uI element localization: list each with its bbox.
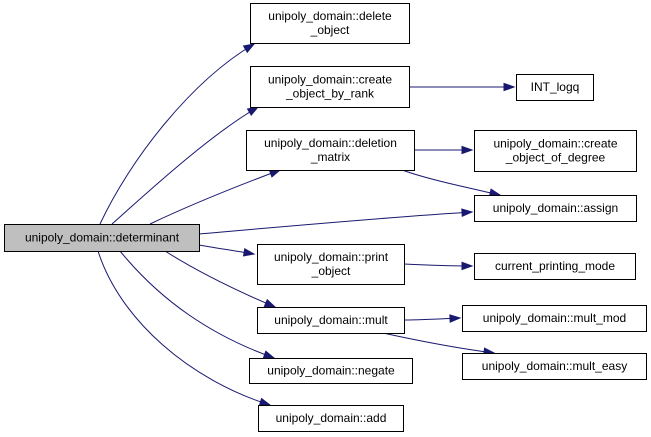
edge-mult-to-mult_mod	[403, 314, 462, 323]
arrowhead-icon	[461, 145, 474, 155]
arrowhead-icon	[242, 248, 256, 257]
node-box	[257, 307, 405, 334]
node-box	[516, 74, 594, 101]
arrowhead-icon	[461, 261, 474, 271]
edge-line	[149, 169, 281, 225]
edge-deletion_matrix-to-create_object_of_degree	[413, 145, 474, 155]
arrowhead-icon	[262, 350, 276, 359]
node-label: unipoly_domain::delete	[268, 9, 392, 23]
node-box	[246, 130, 415, 171]
node-create_object_by_rank[interactable]: unipoly_domain::create_object_by_rank	[250, 66, 410, 108]
arrowhead-icon	[242, 43, 256, 54]
edge-determinant-to-mult	[164, 250, 277, 308]
edge-determinant-to-delete_object	[99, 43, 256, 225]
node-label: current_printing_mode	[495, 259, 615, 273]
node-label: unipoly_domain::create	[268, 73, 392, 87]
node-box	[249, 358, 413, 384]
edge-determinant-to-deletion_matrix	[149, 169, 282, 225]
edge-line	[401, 169, 501, 196]
node-label: _object_of_degree	[505, 151, 606, 165]
node-delete_object[interactable]: unipoly_domain::delete_object	[250, 3, 410, 44]
node-label: _object	[310, 23, 350, 37]
node-label: unipoly_domain::negate	[267, 364, 395, 378]
node-label: unipoly_domain::assign	[493, 201, 618, 215]
edge-line	[119, 250, 275, 359]
node-box	[250, 3, 410, 44]
node-determinant[interactable]: unipoly_domain::determinant	[4, 224, 200, 252]
node-assign[interactable]: unipoly_domain::assign	[474, 195, 637, 222]
edge-determinant-to-create_object_by_rank	[111, 106, 260, 225]
node-current_printing_mode[interactable]: current_printing_mode	[474, 253, 636, 280]
node-box	[474, 195, 637, 222]
edge-determinant-to-assign	[198, 208, 474, 235]
nodes-layer: unipoly_domain::determinantunipoly_domai…	[4, 3, 647, 432]
arrowhead-icon	[246, 106, 260, 117]
node-int_logq[interactable]: INT_logq	[516, 74, 594, 101]
node-box	[474, 130, 637, 172]
node-label: unipoly_domain::create	[493, 137, 617, 151]
node-label: _object_by_rank	[285, 87, 375, 101]
node-label: unipoly_domain::mult	[274, 313, 388, 327]
edge-create_object_by_rank-to-int_logq	[409, 82, 516, 92]
node-box	[4, 224, 200, 252]
node-box	[462, 305, 647, 332]
arrowhead-icon	[258, 397, 272, 406]
node-create_object_of_degree[interactable]: unipoly_domain::create_object_of_degree	[474, 130, 637, 172]
edge-line	[111, 106, 259, 225]
edge-determinant-to-add	[97, 250, 272, 406]
node-label: unipoly_domain::mult_mod	[483, 311, 626, 325]
edge-line	[382, 332, 495, 354]
edge-line	[164, 250, 276, 308]
edge-determinant-to-negate	[119, 250, 276, 359]
edge-line	[97, 250, 271, 406]
node-box	[474, 253, 636, 280]
edge-line	[198, 211, 473, 235]
edge-line	[99, 43, 255, 225]
edge-deletion_matrix-to-assign	[401, 169, 502, 197]
node-negate[interactable]: unipoly_domain::negate	[249, 358, 413, 384]
arrowhead-icon	[449, 314, 462, 323]
edge-mult-to-mult_easy	[382, 332, 496, 356]
node-label: unipoly_domain::determinant	[25, 231, 180, 245]
node-label: unipoly_domain::mult_easy	[482, 359, 627, 373]
node-label: unipoly_domain::add	[276, 411, 387, 425]
node-box	[258, 405, 404, 432]
node-deletion_matrix[interactable]: unipoly_domain::deletion_matrix	[246, 130, 415, 171]
node-label: _object	[311, 264, 351, 278]
node-label: unipoly_domain::print	[274, 250, 389, 264]
node-mult_mod[interactable]: unipoly_domain::mult_mod	[462, 305, 647, 332]
node-mult_easy[interactable]: unipoly_domain::mult_easy	[462, 353, 647, 380]
arrowhead-icon	[503, 82, 516, 92]
edge-print_object-to-current_printing_mode	[403, 261, 474, 271]
node-box	[462, 353, 647, 380]
node-add[interactable]: unipoly_domain::add	[258, 405, 404, 432]
node-box	[257, 244, 405, 285]
edges-layer	[97, 43, 516, 406]
arrowhead-icon	[461, 208, 474, 217]
node-box	[250, 66, 410, 108]
node-print_object[interactable]: unipoly_domain::print_object	[257, 244, 405, 285]
node-mult[interactable]: unipoly_domain::mult	[257, 307, 405, 334]
arrowhead-icon	[263, 298, 277, 308]
node-label: unipoly_domain::deletion	[264, 136, 397, 150]
node-label: _matrix	[310, 150, 350, 164]
node-label: INT_logq	[531, 80, 580, 94]
edge-determinant-to-print_object	[198, 244, 256, 257]
arrowhead-icon	[268, 169, 282, 178]
